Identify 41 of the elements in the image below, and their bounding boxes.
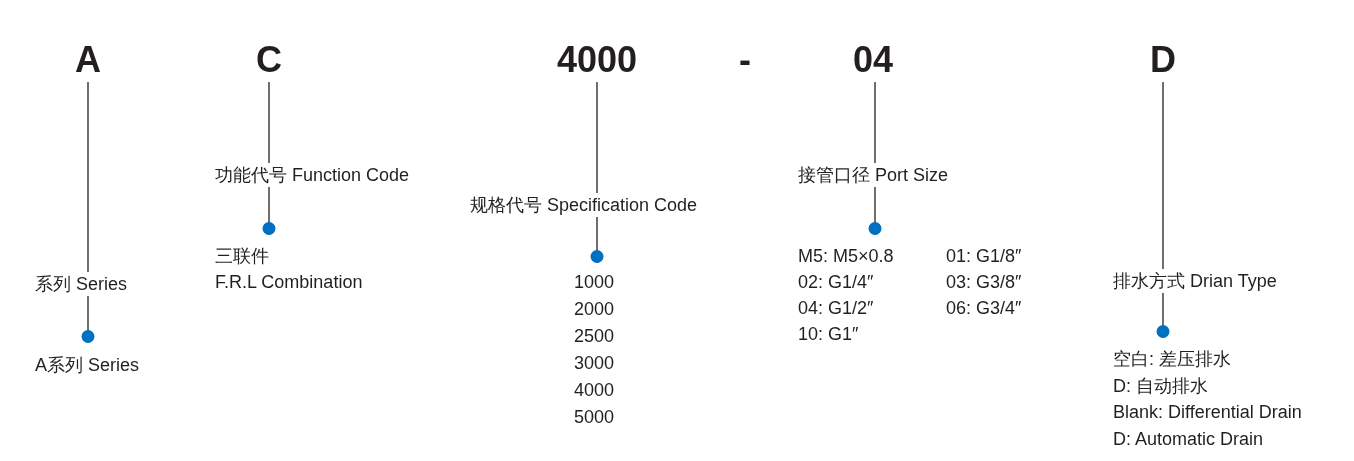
separator-dash: - [738,38,752,82]
option-text: 03: G3/8″ [946,271,1023,294]
code-letter: 4000 [537,38,657,82]
option-text: D: 自动排水 [1113,374,1209,398]
option-text: 2000 [572,298,615,321]
option-text: 2500 [572,325,615,348]
code-letter: 04 [813,38,933,82]
leader-line [596,81,598,194]
option-text: 04: G1/2″ [798,297,875,320]
option-text: A系列 Series [35,354,140,377]
leader-line [874,81,876,164]
field-heading: 规格代号 Specification Code [470,193,698,217]
field-heading: 排水方式 Drian Type [1113,269,1277,293]
field-heading: 接管口径 Port Size [798,163,949,187]
option-text: 空白: 差压排水 [1113,348,1232,371]
leader-line [268,81,270,164]
dot-leader-line [262,186,276,236]
option-text: 三联件 [215,245,270,268]
code-letter: A [28,38,148,82]
option-text: 1000 [572,271,615,294]
option-text: 06: G3/4″ [946,297,1023,320]
option-text: 4000 [572,379,615,402]
option-text: 3000 [572,352,615,375]
code-letter: C [209,38,329,82]
leader-line [87,81,89,273]
option-text: F.R.L Combination [215,271,363,294]
field-heading: 系列 Series [35,272,128,296]
field-heading: 功能代号 Function Code [215,163,410,187]
dot-leader-line [868,186,882,236]
option-text: 10: G1″ [798,323,860,346]
option-text: 02: G1/4″ [798,271,875,294]
option-text: 01: G1/8″ [946,245,1023,268]
option-text: M5: M5×0.8 [798,245,895,268]
leader-line [1162,81,1164,270]
dot-leader-line [590,216,604,264]
option-text: Blank: Differential Drain [1113,401,1302,424]
code-letter: D [1103,38,1223,82]
dot-leader-line [81,295,95,344]
dot-leader-line [1156,292,1170,339]
option-text: 5000 [572,406,615,429]
option-text: D: Automatic Drain [1113,427,1265,451]
